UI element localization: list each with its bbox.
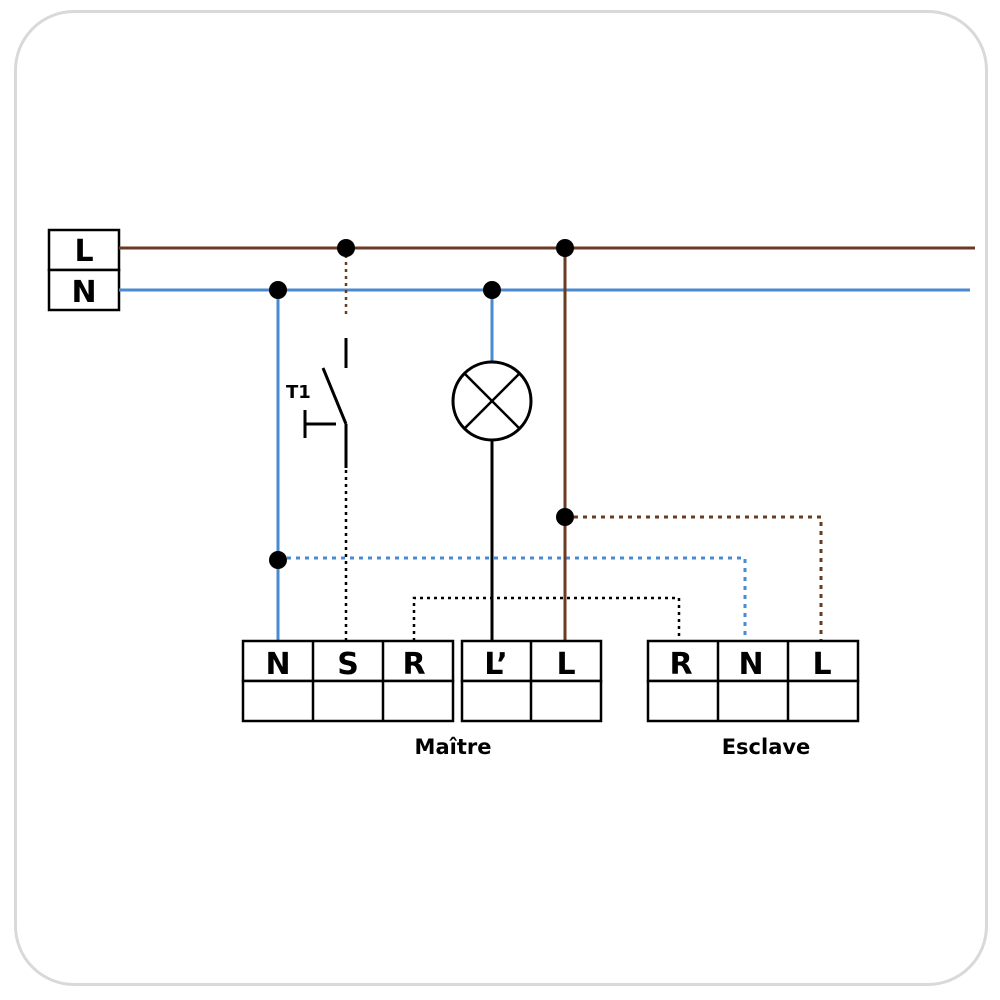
maitre-terminal-l: L xyxy=(556,647,575,682)
neutral-link-esclave xyxy=(278,556,747,641)
esclave-terminal-l: L xyxy=(812,647,831,682)
junction-dot xyxy=(269,551,287,569)
supply-terminal-block: L N xyxy=(47,228,121,312)
maitre-output-block: L’ L xyxy=(460,639,603,723)
pushbutton-switch: T1 xyxy=(286,338,348,468)
supply-neutral-label: N xyxy=(71,275,96,310)
maitre-terminal-s: S xyxy=(337,647,359,682)
junction-dot xyxy=(556,508,574,526)
supply-phase-label: L xyxy=(74,234,93,269)
esclave-terminal-block: R N L xyxy=(646,639,860,723)
junction-dot xyxy=(556,239,574,257)
maitre-title: Maître xyxy=(415,735,492,759)
esclave-terminal-r: R xyxy=(669,647,692,682)
junction-dot xyxy=(337,239,355,257)
junction-dots xyxy=(269,239,574,569)
maitre-terminal-n: N xyxy=(265,647,290,682)
junction-dot xyxy=(483,281,501,299)
switch-label: T1 xyxy=(286,382,311,403)
diagram-frame xyxy=(14,10,988,986)
esclave-terminal-n: N xyxy=(738,647,763,682)
maitre-terminal-r: R xyxy=(402,647,425,682)
r-link xyxy=(412,596,681,641)
junction-dot xyxy=(269,281,287,299)
esclave-title: Esclave xyxy=(722,735,811,759)
lamp-icon xyxy=(451,360,533,442)
phase-link-esclave xyxy=(565,515,823,641)
maitre-terminal-block: N S R xyxy=(241,639,455,723)
maitre-terminal-lprime: L’ xyxy=(484,647,508,682)
